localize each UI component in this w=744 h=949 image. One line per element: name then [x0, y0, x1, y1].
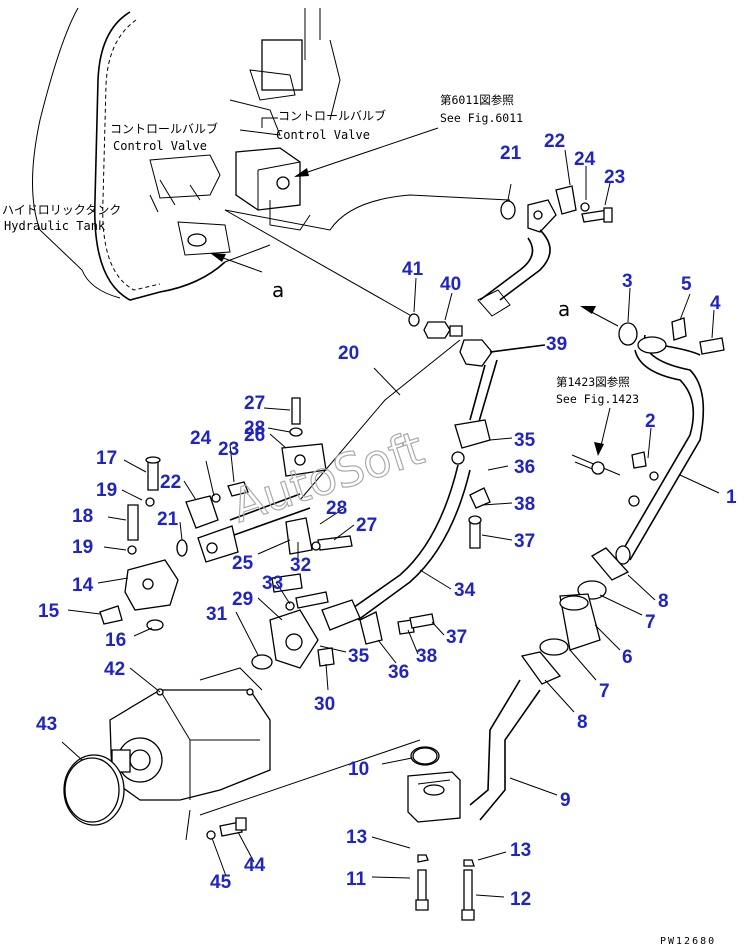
callout-8b: 8 — [577, 712, 588, 733]
callout-15: 15 — [38, 601, 60, 622]
callout-37b: 37 — [446, 627, 467, 648]
callout-30: 30 — [314, 694, 335, 715]
hose-upper — [477, 185, 613, 317]
callout-24a: 24 — [574, 149, 596, 170]
callout-2: 2 — [645, 411, 656, 432]
callout-25: 25 — [232, 553, 254, 574]
arrow-icon — [210, 253, 226, 262]
callout-16: 16 — [105, 630, 126, 651]
control-valve — [149, 8, 511, 319]
cv2-label-en: Control Valve — [276, 128, 370, 142]
hydraulic-tank — [32, 7, 271, 301]
ref-6011-jp: 第6011図参照 — [440, 93, 514, 107]
callout-22b: 22 — [160, 472, 181, 493]
callout-3: 3 — [622, 271, 633, 292]
callout-27a: 27 — [244, 393, 265, 414]
callout-34: 34 — [454, 580, 476, 601]
callout-29: 29 — [232, 589, 253, 610]
callout-43: 43 — [36, 714, 57, 735]
bolts-44-45 — [206, 817, 247, 840]
callout-33: 33 — [262, 573, 283, 594]
callout-35b: 35 — [348, 646, 370, 667]
callout-6: 6 — [622, 647, 633, 668]
o-ring-31 — [251, 654, 273, 670]
callout-11: 11 — [346, 869, 367, 890]
o-ring-10 — [412, 747, 438, 765]
callout-24b: 24 — [190, 428, 212, 449]
hose-25-26 — [176, 397, 353, 563]
callout-45: 45 — [210, 872, 232, 893]
callout-39: 39 — [546, 334, 567, 355]
figure-code: PW12680 — [660, 936, 716, 947]
callout-38b: 38 — [416, 646, 437, 667]
callout-41: 41 — [402, 259, 424, 280]
pipe-20 — [299, 339, 461, 501]
hydraulic-pump — [109, 667, 421, 841]
callout-21b: 21 — [157, 509, 179, 530]
fittings-40-41-39 — [408, 313, 546, 426]
callout-13a: 13 — [346, 827, 367, 848]
callout-22a: 22 — [544, 131, 565, 152]
callout-7b: 7 — [599, 681, 610, 702]
callout-28a: 28 — [244, 418, 265, 439]
callout-26: 26 — [244, 425, 265, 446]
callout-20: 20 — [338, 343, 359, 364]
callout-8a: 8 — [658, 591, 669, 612]
callout-23a: 23 — [604, 167, 625, 188]
callout-13b: 13 — [510, 840, 531, 861]
hose-34 — [321, 419, 491, 645]
callout-4: 4 — [710, 293, 721, 314]
callout-37a: 37 — [514, 531, 535, 552]
callout-31: 31 — [206, 604, 228, 625]
pipe-1 — [571, 317, 725, 565]
callout-21a: 21 — [500, 143, 522, 164]
callout-27b: 27 — [356, 515, 377, 536]
callout-18: 18 — [72, 506, 93, 527]
callout-1: 1 — [726, 487, 737, 508]
callout-5: 5 — [681, 274, 692, 295]
marker-a-left: a — [272, 278, 284, 302]
ref-1423-en: See Fig.1423 — [556, 392, 639, 406]
arrow-icon — [294, 168, 309, 177]
marker-a-right: a — [558, 297, 570, 321]
callout-7a: 7 — [645, 612, 656, 633]
cv2-label-jp: コントロールバルブ — [278, 108, 386, 123]
callout-36a: 36 — [514, 457, 535, 478]
coupling-6-7-8 — [520, 547, 630, 685]
callout-19a: 19 — [96, 480, 117, 501]
callout-38a: 38 — [514, 494, 535, 515]
callout-36b: 36 — [388, 662, 409, 683]
callout-23b: 23 — [218, 439, 239, 460]
callout-17: 17 — [96, 448, 117, 469]
pipe-9 — [407, 679, 541, 921]
callout-14: 14 — [72, 575, 94, 596]
parts-14-19 — [99, 456, 179, 631]
tank-label-jp: ハイドロリックタンク — [2, 203, 121, 217]
callout-32: 32 — [290, 555, 311, 576]
callout-42: 42 — [104, 659, 125, 680]
callout-12: 12 — [510, 889, 531, 910]
callout-9: 9 — [560, 790, 571, 811]
leader-lines — [61, 149, 720, 898]
callout-35a: 35 — [514, 430, 536, 451]
ref-1423-jp: 第1423図参照 — [556, 375, 630, 389]
cv1-label-jp: コントロールバルブ — [110, 121, 218, 136]
callout-44: 44 — [244, 855, 266, 876]
callouts: 1 2 3 4 5 6 7 7 8 8 9 10 11 12 13 13 14 … — [36, 131, 737, 910]
callout-28b: 28 — [326, 498, 347, 519]
callout-10: 10 — [348, 759, 369, 780]
arrow-icon — [594, 442, 604, 456]
tank-label-en: Hydraulic Tank — [4, 219, 106, 233]
cv1-label-en: Control Valve — [113, 139, 207, 153]
callout-40: 40 — [440, 274, 461, 295]
arrow-icon — [580, 306, 596, 314]
ref-6011-en: See Fig.6011 — [440, 111, 523, 125]
callout-19b: 19 — [72, 537, 93, 558]
o-ring-43-inner — [64, 757, 120, 823]
